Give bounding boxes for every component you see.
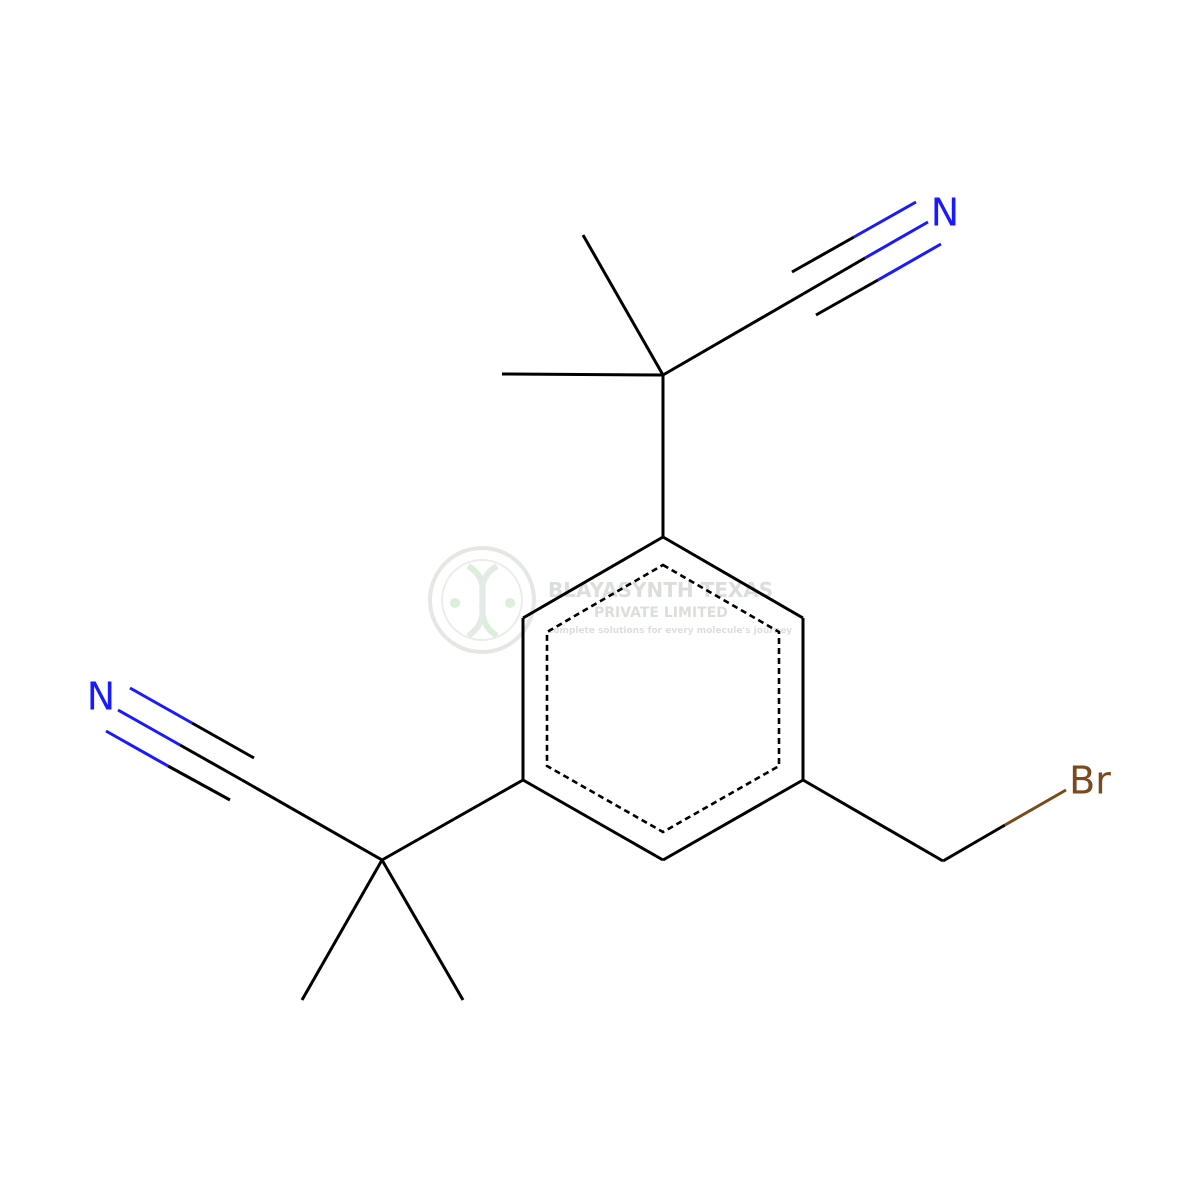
ring-bond [522,535,664,620]
triple-bond-line [129,686,193,725]
triple-bond-line [802,256,866,296]
ring-bond [662,778,804,862]
watermark: BLAYASYNTH TEXAS PRIVATE LIMITED complet… [428,546,792,654]
bromomethyl-group: Br [802,759,1111,863]
triple-bond-line [877,242,942,282]
aromatic-ring-dashes [545,563,781,834]
bond [662,292,804,377]
bromine-atom-label: Br [1069,759,1111,803]
left-cyanoisopropyl-group: N [87,675,524,1001]
triple-bond-line [179,743,243,782]
triple-bond-line [791,235,855,274]
methyl-bond [300,859,384,1001]
nitrogen-atom-label: N [931,191,959,235]
methyl-bond [380,859,465,1001]
watermark-tagline: complete solutions for every molecule's … [548,626,792,636]
triple-bond-line [864,220,929,260]
bond [1004,788,1067,827]
nitrogen-atom-label: N [87,675,115,719]
methyl-bond [501,372,664,377]
triple-bond-line [191,721,255,760]
watermark-logo-icon [428,546,536,654]
triple-bond-line [117,708,181,747]
bond [942,823,1006,863]
methyl-bond [581,234,665,376]
watermark-line2: PRIVATE LIMITED [594,605,728,621]
triple-bond-line [815,278,879,317]
ring-bond [522,778,664,862]
benzene-ring [521,535,805,862]
bond [241,778,383,862]
triple-bond-line [853,200,917,239]
bond [381,778,524,862]
top-cyanoisopropyl-group: N [501,191,959,537]
triple-bond-line [167,764,231,802]
ring-bond [662,535,804,620]
triple-bond-line [105,729,169,768]
bond [802,778,944,863]
